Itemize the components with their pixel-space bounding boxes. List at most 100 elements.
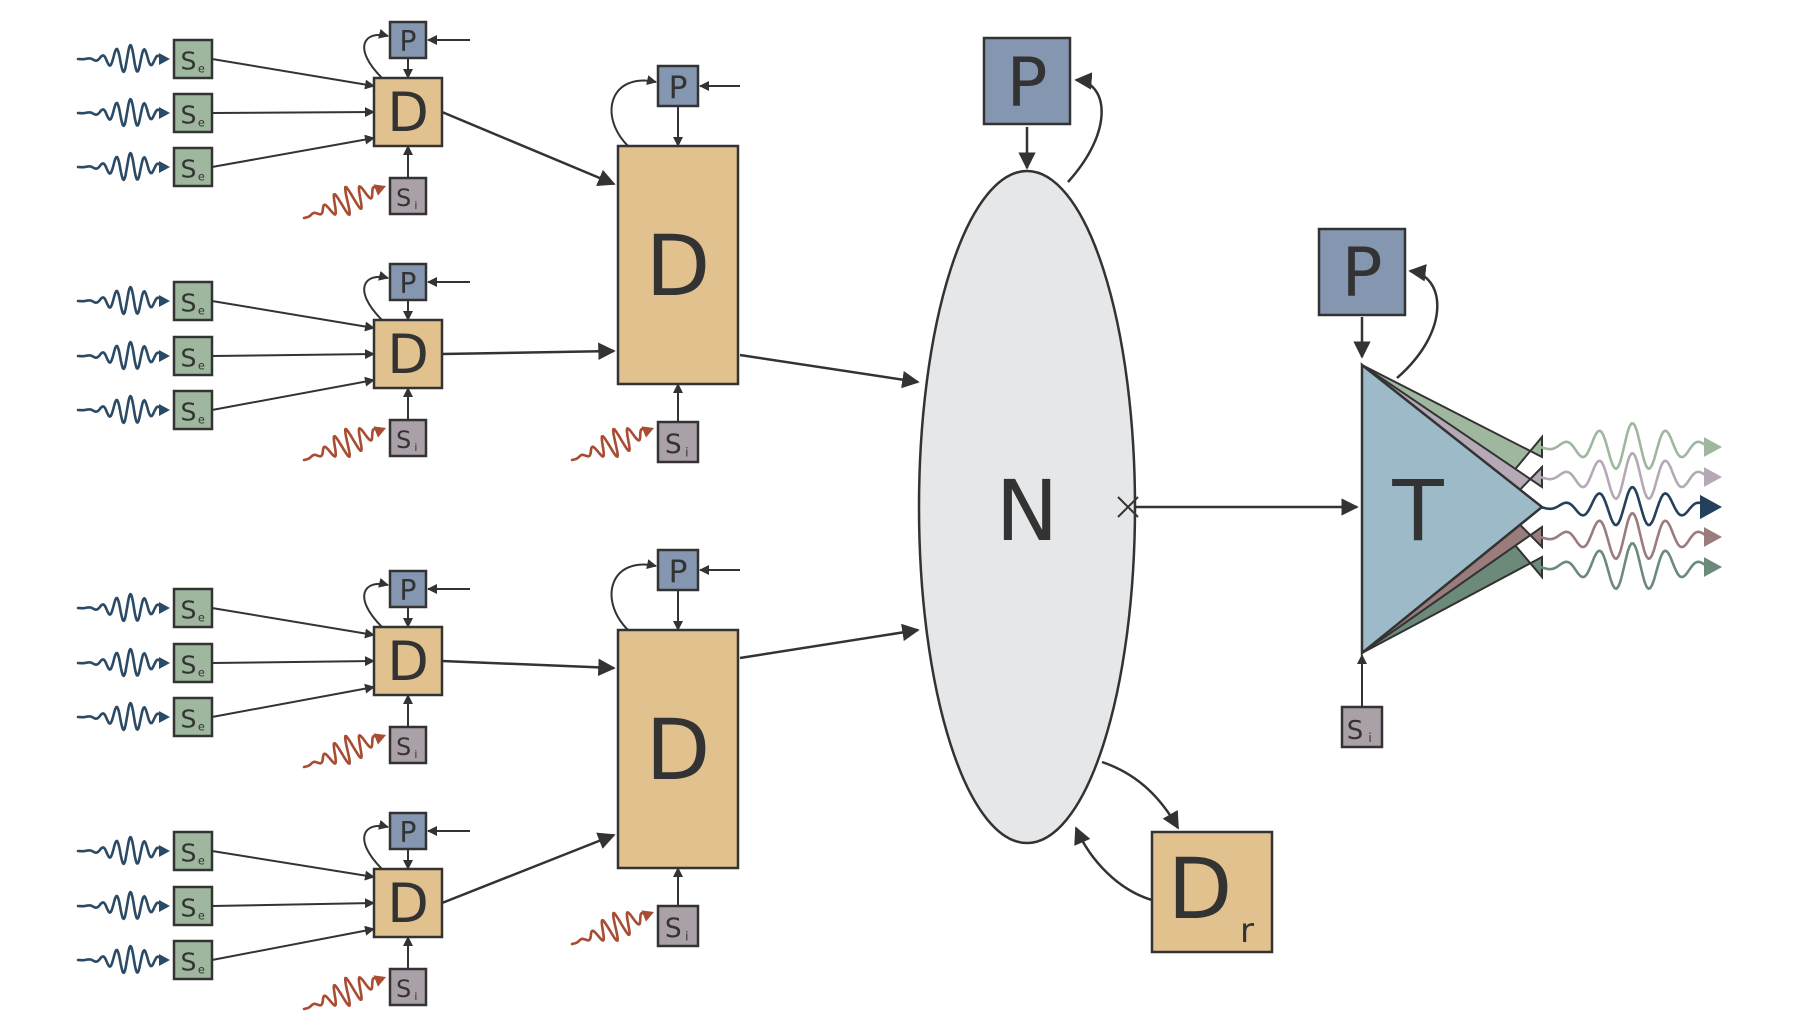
input-wave-icon-head bbox=[159, 160, 170, 174]
large-param-label: P bbox=[669, 554, 688, 590]
transmitter-triangle bbox=[1360, 362, 1545, 656]
small-param-label: P bbox=[400, 267, 417, 300]
transmitter-sensor-int-sub: i bbox=[1368, 731, 1371, 745]
small-param: P bbox=[388, 569, 428, 609]
sensor-ext-sub: e bbox=[198, 666, 205, 680]
output-wave bbox=[1538, 542, 1710, 590]
output-wave bbox=[1538, 422, 1710, 470]
recall-detector-sub: r bbox=[1240, 911, 1254, 951]
output-wave bbox=[1538, 452, 1710, 500]
sensor-int-sub: i bbox=[414, 990, 417, 1003]
small-param-label: P bbox=[400, 574, 417, 607]
sensor-ext-box bbox=[172, 146, 214, 188]
large-param-label: P bbox=[669, 70, 688, 106]
arrow-detector-to-param bbox=[363, 28, 389, 79]
arrow-small-to-large-detector bbox=[441, 832, 616, 905]
transmitter-param-label: P bbox=[1341, 234, 1382, 313]
sensor-int-label: S bbox=[396, 975, 411, 1003]
large-detector-label: D bbox=[646, 217, 711, 315]
recall-detector-label: D bbox=[1168, 840, 1233, 938]
network: N bbox=[917, 169, 1139, 845]
input-wave-icon bbox=[76, 285, 170, 316]
sensor-ext-label: S bbox=[180, 47, 196, 76]
arrow-detector-to-param bbox=[363, 270, 389, 321]
sensor-ext-label: S bbox=[180, 344, 196, 373]
sensor-int-sub: i bbox=[414, 748, 417, 761]
sensor-ext-label: S bbox=[180, 948, 196, 977]
input-wave-icon bbox=[76, 394, 170, 425]
input-wave-icon-head bbox=[159, 710, 170, 724]
sensor-ext-box bbox=[172, 642, 214, 684]
sensor-ext-label: S bbox=[180, 398, 196, 427]
input-wave-icon-head bbox=[159, 953, 170, 967]
sensor-ext-label: S bbox=[180, 705, 196, 734]
internal-wave-icon-head bbox=[373, 975, 386, 987]
arrow-sensor-to-detector bbox=[211, 898, 375, 909]
recall-detector: D r bbox=[1150, 830, 1274, 954]
input-wave-icon bbox=[76, 43, 170, 74]
output-wave-arrow-icon bbox=[1704, 527, 1722, 547]
sensor-ext-sub: e bbox=[198, 359, 205, 373]
small-detector-label: D bbox=[387, 81, 429, 144]
internal-wave-icon bbox=[302, 184, 386, 220]
arrow-sensor-to-detector bbox=[211, 300, 375, 332]
internal-wave-icon-head bbox=[373, 733, 386, 745]
input-wave-icon bbox=[76, 647, 170, 678]
arrow-detector-bottom-to-network bbox=[739, 623, 920, 660]
transmitter-output-waves bbox=[1538, 422, 1722, 590]
arrow-detector-to-param bbox=[610, 75, 657, 147]
sensor-int-label: S bbox=[665, 913, 682, 944]
output-wave bbox=[1538, 486, 1710, 527]
arrow-detector-to-param bbox=[363, 577, 389, 628]
small-param: P bbox=[388, 811, 428, 851]
sensor-ext-label: S bbox=[180, 289, 196, 318]
arrow-small-to-large-detector bbox=[441, 342, 616, 361]
sensor-ext-sub: e bbox=[198, 62, 205, 76]
transmitter-param-box bbox=[1317, 227, 1407, 317]
sensor-ext-box bbox=[172, 280, 214, 322]
large-detector-box bbox=[616, 144, 740, 386]
sensor-int-label: S bbox=[396, 184, 411, 212]
output-wave bbox=[1538, 512, 1710, 560]
output-wave-arrow-icon bbox=[1704, 437, 1722, 457]
large-detector-box bbox=[616, 628, 740, 870]
transmitter-sensor-int-box bbox=[1340, 705, 1384, 749]
arrow-network-to-param bbox=[1067, 72, 1103, 183]
internal-wave-icon-head bbox=[641, 426, 654, 438]
input-wave-icon-head bbox=[159, 294, 170, 308]
arrow-small-to-large-detector bbox=[441, 658, 616, 677]
input-wave-icon bbox=[76, 592, 170, 623]
small-detector-label: D bbox=[387, 323, 429, 386]
sensor-ext-sub: e bbox=[198, 720, 205, 734]
internal-wave-icon bbox=[570, 910, 654, 946]
small-param-label: P bbox=[400, 816, 417, 849]
arrow-detector-to-param bbox=[363, 819, 389, 870]
transmitter-sensor-int-label: S bbox=[1347, 716, 1364, 746]
sensor-int-box bbox=[388, 176, 428, 216]
sensor-int-sub: i bbox=[685, 445, 688, 459]
sensor-int-box bbox=[388, 725, 428, 765]
network-param-label: P bbox=[1006, 44, 1047, 123]
sensor-int-box bbox=[388, 967, 428, 1007]
sensor-ext-box bbox=[172, 389, 214, 431]
sensor-ext-box bbox=[172, 587, 214, 629]
arrow-network-to-recall bbox=[1101, 760, 1180, 830]
arrow-sensor-to-detector bbox=[211, 683, 375, 718]
arrow-sensor-to-detector bbox=[211, 850, 375, 881]
sensor-ext-label: S bbox=[180, 894, 196, 923]
